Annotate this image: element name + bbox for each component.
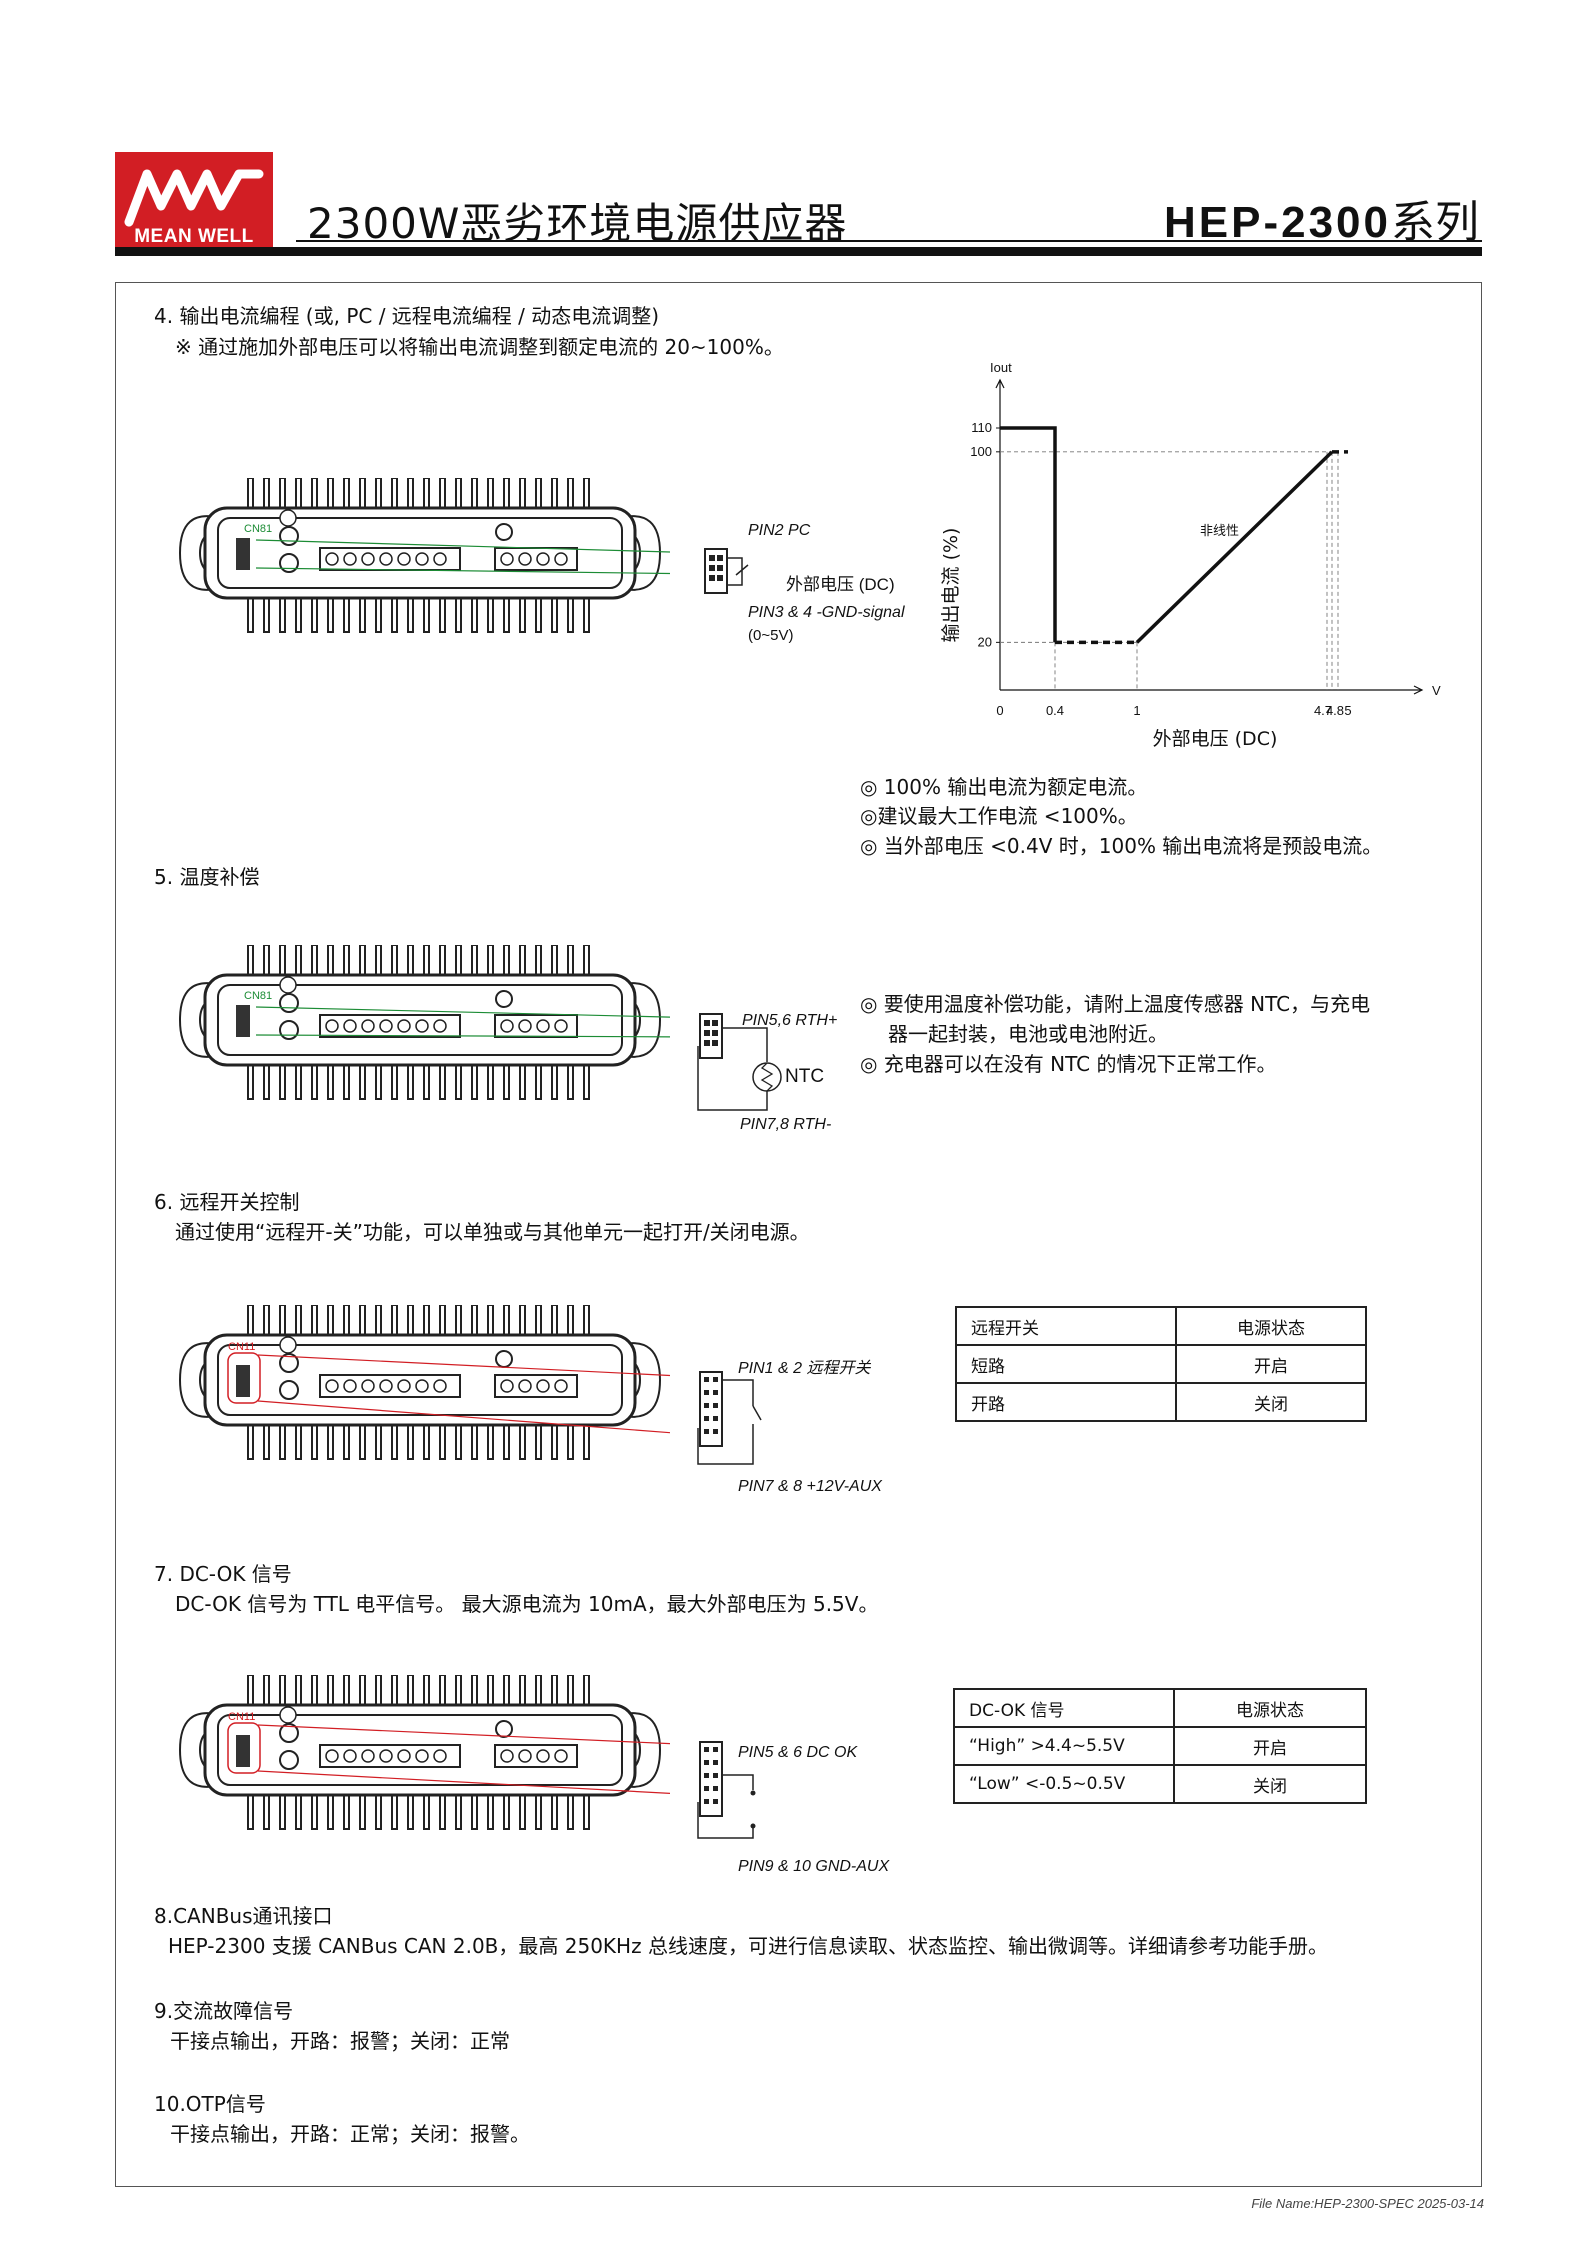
section-7-title: 7. DC-OK 信号 xyxy=(154,1562,292,1586)
table-cell: 开启 xyxy=(1173,1726,1367,1766)
section-5-title: 5. 温度补偿 xyxy=(154,865,260,889)
document-title: 2300W恶劣环境电源供应器 xyxy=(307,199,848,248)
s5-note-1: ◎ 要使用温度补偿功能，请附上温度传感器 NTC，与充电 xyxy=(860,992,1371,1016)
pin-label-pc: PIN2 PC xyxy=(748,522,811,539)
table-cell: 短路 xyxy=(955,1344,1177,1384)
voltage-range-label: (0~5V) xyxy=(748,627,794,644)
connector-label: CN81 xyxy=(244,523,272,535)
heatsink-fins-top xyxy=(247,478,590,511)
s5-note-3: ◎ 充电器可以在没有 NTC 的情况下正常工作。 xyxy=(860,1052,1277,1076)
series-line-0 xyxy=(1000,426,1057,643)
remote-switch-table: 远程开关 电源状态 短路 开启 开路 关闭 xyxy=(955,1306,1367,1422)
pin-label-12v-aux: PIN7 & 8 +12V-AUX xyxy=(738,1478,882,1495)
y-tick-label: 110 xyxy=(971,420,992,435)
series-line-2 xyxy=(1135,450,1334,644)
s4-note-1: ◎ 100% 输出电流为额定电流。 xyxy=(860,775,1148,799)
model-title: HEP-2300系列 xyxy=(1164,186,1479,250)
logo-text: MEAN WELL xyxy=(134,226,254,247)
x-axis-unit: V xyxy=(1432,683,1441,698)
table-cell: 关闭 xyxy=(1175,1382,1367,1422)
switch-icon xyxy=(752,1405,762,1421)
table-cell: 关闭 xyxy=(1173,1764,1367,1804)
section-6-title: 6. 远程开关控制 xyxy=(154,1190,300,1214)
header-rule-thin xyxy=(296,240,1482,242)
table-row: “High” >4.4~5.5V 开启 xyxy=(953,1726,1367,1766)
section-8-title: 8.CANBus通讯接口 xyxy=(154,1904,333,1928)
pin-label-rth-plus: PIN5,6 RTH+ xyxy=(742,1012,838,1029)
unit-diagram-cn11-remote: CN11 xyxy=(178,1305,670,1460)
logo-mark-icon xyxy=(124,169,264,227)
x-tick-label: 0.4 xyxy=(1046,703,1064,718)
connector-label: CN11 xyxy=(228,1711,255,1723)
table-row: 开路 关闭 xyxy=(955,1382,1367,1422)
table-header-row: 远程开关 电源状态 xyxy=(955,1306,1367,1346)
x-tick-label: 4.8 xyxy=(1326,703,1344,718)
s4-note-3: ◎ 当外部电压 <0.4V 时，100% 输出电流将是预設电流。 xyxy=(860,834,1383,858)
table-header-cell: 远程开关 xyxy=(955,1306,1177,1346)
model-suffix: 系列 xyxy=(1391,197,1479,248)
table-header-cell: 电源状态 xyxy=(1175,1306,1367,1346)
connector-label: CN11 xyxy=(228,1341,255,1353)
s5-note-2: 器一起封装，电池或电池附近。 xyxy=(888,1022,1168,1046)
unit-diagram-cn81-ntc: CN81 xyxy=(178,945,670,1100)
section-10-desc: 干接点输出，开路：正常；关闭：报警。 xyxy=(170,2122,530,2146)
pin-header-ntc xyxy=(697,1013,782,1111)
unit-diagram-cn11-dcok: CN11 xyxy=(178,1675,670,1830)
chart-top-label: Iout xyxy=(990,360,1012,375)
table-header-row: DC-OK 信号 电源状态 xyxy=(953,1688,1367,1728)
model-number: HEP-2300 xyxy=(1163,198,1391,247)
pin-header-remote xyxy=(697,1371,762,1465)
x-axis-label: 外部电压 (DC) xyxy=(1153,728,1278,750)
section-8-desc: HEP-2300 支援 CANBus CAN 2.0B，最高 250KHz 总线… xyxy=(168,1934,1328,1958)
section-9-desc: 干接点输出，开路：报警；关闭：正常 xyxy=(170,2029,510,2053)
ntc-label: NTC xyxy=(785,1066,825,1087)
table-cell: “Low” <-0.5~0.5V xyxy=(953,1764,1175,1804)
y-tick-label: 20 xyxy=(978,634,992,649)
section-4-desc: ※ 通过施加外部电压可以将输出电流调整到额定电流的 20~100%。 xyxy=(175,335,784,359)
x-tick-label: 0 xyxy=(996,703,1003,718)
unit-diagram-cn81-pc: CN81 xyxy=(178,478,670,633)
table-row: “Low” <-0.5~0.5V 关闭 xyxy=(953,1764,1367,1804)
s4-note-2: ◎建议最大工作电流 <100%。 xyxy=(860,804,1138,828)
dc-ok-table: DC-OK 信号 电源状态 “High” >4.4~5.5V 开启 “Low” … xyxy=(953,1688,1367,1804)
pin-label-gnd-aux: PIN9 & 10 GND-AUX xyxy=(738,1858,890,1875)
x-tick-label: 1 xyxy=(1133,703,1140,718)
footer-file-name: File Name:HEP-2300-SPEC 2025-03-14 xyxy=(1251,2196,1484,2211)
dip-switch-icon xyxy=(236,1735,250,1767)
table-cell: 开启 xyxy=(1175,1344,1367,1384)
pin-label-remote: PIN1 & 2 远程开关 xyxy=(738,1360,871,1377)
x-tick-label: 4.7 xyxy=(1314,703,1332,718)
connector-label: CN81 xyxy=(244,990,272,1002)
pin-header-1 xyxy=(704,548,749,594)
table-header-cell: 电源状态 xyxy=(1173,1688,1367,1728)
section-4-title: 4. 输出电流编程 (或, PC / 远程电流编程 / 动态电流调整) xyxy=(154,304,660,328)
nonlinear-annotation: 非线性 xyxy=(1200,523,1239,538)
y-axis-label: 输出电流 (%) xyxy=(940,528,962,643)
heatsink-fins-bottom xyxy=(247,595,590,633)
table-cell: 开路 xyxy=(955,1382,1177,1422)
ext-voltage-label: 外部电压 (DC) xyxy=(786,575,895,594)
dip-switch-icon xyxy=(236,538,250,570)
section-10-title: 10.OTP信号 xyxy=(154,2092,266,2116)
x-tick-label: 5 xyxy=(1344,703,1351,718)
header-rule-thick xyxy=(115,247,1482,256)
table-header-cell: DC-OK 信号 xyxy=(953,1688,1175,1728)
y-tick-label: 100 xyxy=(970,444,992,459)
pin-label-gnd-signal: PIN3 & 4 -GND-signal xyxy=(748,604,905,621)
table-row: 短路 开启 xyxy=(955,1344,1367,1384)
pin-label-rth-minus: PIN7,8 RTH- xyxy=(740,1116,832,1133)
section-6-desc: 通过使用“远程开-关”功能，可以单独或与其他单元一起打开/关闭电源。 xyxy=(175,1220,810,1244)
pin-label-dc-ok: PIN5 & 6 DC OK xyxy=(738,1744,858,1761)
dip-switch-icon xyxy=(236,1365,250,1397)
dip-switch-icon xyxy=(236,1005,250,1037)
content-frame xyxy=(115,282,1482,2187)
section-9-title: 9.交流故障信号 xyxy=(154,1999,294,2023)
section-7-desc: DC-OK 信号为 TTL 电平信号。 最大源电流为 10mA，最大外部电压为 … xyxy=(175,1592,879,1616)
pin-header-dcok xyxy=(697,1741,756,1839)
table-cell: “High” >4.4~5.5V xyxy=(953,1726,1175,1766)
mean-well-logo: MEAN WELL xyxy=(115,152,273,252)
